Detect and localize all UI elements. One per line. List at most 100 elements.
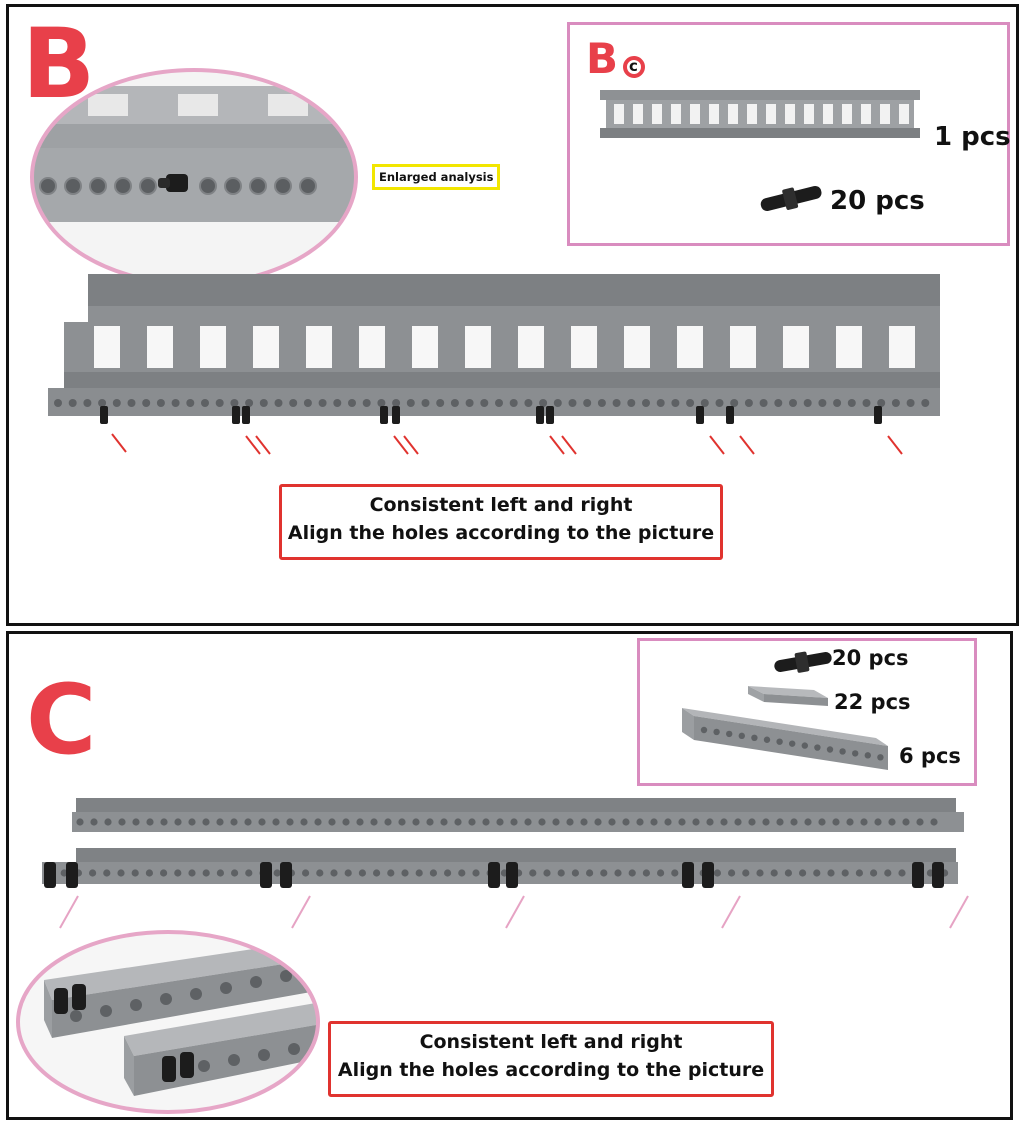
beam-hole (884, 869, 892, 877)
track-slot (624, 326, 650, 368)
beam-hole (814, 744, 821, 751)
rail-slot (671, 104, 681, 124)
beam-hole (103, 869, 111, 877)
pin (696, 406, 704, 424)
track-assembly-image (48, 274, 940, 455)
beam-hole (734, 818, 742, 826)
track-slot (518, 326, 544, 368)
beam-hole (571, 869, 580, 877)
beam-hole (289, 399, 298, 407)
pin-icon (774, 651, 832, 673)
beam-hole (524, 818, 532, 826)
beam-hole (273, 869, 281, 877)
beam-hole (776, 738, 783, 745)
beam-hole (730, 399, 739, 407)
beam-hole (421, 399, 430, 407)
beam-hole (358, 869, 366, 877)
beam-hole (804, 818, 812, 826)
beam-hole (594, 818, 602, 826)
track-slot (571, 326, 597, 368)
beam-hole (846, 818, 854, 826)
rail-slot (728, 104, 738, 124)
beam-hole (864, 752, 871, 759)
beam-hole (83, 399, 92, 407)
track-slot (889, 326, 915, 368)
beam-hole (496, 818, 504, 826)
beam-hole (348, 399, 356, 407)
pink-arrow-icon (949, 895, 969, 929)
instruction-callout-b: Consistent left and right Align the hole… (279, 484, 723, 560)
pin (100, 406, 108, 424)
beam-hole (608, 818, 616, 826)
beam-hole (342, 818, 350, 826)
beam-hole (877, 399, 886, 407)
beam-hole (76, 818, 84, 826)
beam-hole (898, 869, 906, 877)
beam-hole (818, 818, 826, 826)
beam-hole (188, 869, 196, 877)
beam-hole (656, 399, 665, 407)
pin (280, 862, 292, 888)
red-arrow-icon (887, 435, 903, 455)
pin (506, 862, 518, 888)
rail-slot (709, 104, 719, 124)
beam-hole (186, 399, 195, 407)
beam-hole (201, 399, 209, 407)
track-slot (306, 326, 332, 368)
red-arrow-icon (255, 435, 271, 455)
enlarged-analysis-label: Enlarged analysis (372, 164, 501, 190)
beam-hole (650, 818, 658, 826)
beam-hole (888, 818, 896, 826)
rail-qty: 1 pcs (934, 122, 1011, 152)
beam-hole (790, 818, 798, 826)
track-slot (783, 326, 809, 368)
beam-hole (657, 869, 665, 877)
beam-hole (860, 818, 868, 826)
beam-hole (664, 818, 672, 826)
beam-hole (302, 869, 310, 877)
beam-hole (744, 399, 753, 407)
beam-hole (117, 869, 125, 877)
beam-hole (877, 754, 884, 761)
beam-hole (774, 399, 783, 407)
beam-hole (258, 818, 266, 826)
beam-hole (406, 399, 415, 407)
track-slot (836, 326, 862, 368)
beam-hole (245, 869, 253, 877)
beam-hole (763, 736, 771, 743)
beam-hole (614, 869, 622, 877)
beam-holes (39, 177, 317, 195)
beam-hole (426, 818, 434, 826)
beam-hole (90, 818, 98, 826)
pin (932, 862, 944, 888)
beam-hole (799, 869, 807, 877)
beam-hole (202, 869, 210, 877)
step-c-letter: C (26, 664, 97, 776)
beam-hole (231, 869, 239, 877)
track-slot (465, 326, 491, 368)
pin (874, 406, 882, 424)
beam-hole (776, 818, 784, 826)
beam-hole (568, 399, 577, 407)
beam-hole (202, 818, 210, 826)
beam-hole (465, 399, 474, 407)
rail-slot (842, 104, 852, 124)
beam-hole (245, 399, 254, 407)
beam-hole (566, 818, 574, 826)
red-arrow-icon (739, 435, 755, 455)
beam-hole (54, 399, 62, 407)
pin (242, 406, 250, 424)
beam-hole (482, 818, 490, 826)
beam-hole (259, 399, 268, 407)
beam-hole (852, 750, 859, 757)
beam-hole (112, 399, 121, 407)
beam-hole (726, 730, 733, 738)
beam-hole (377, 399, 386, 407)
beam-hole (495, 399, 503, 407)
beam-hole (826, 746, 834, 753)
parts-box-b-mark (623, 56, 645, 78)
track-slot (730, 326, 756, 368)
beam-icon (682, 708, 888, 770)
beam-hole (68, 399, 77, 407)
beam-hole (529, 869, 537, 877)
